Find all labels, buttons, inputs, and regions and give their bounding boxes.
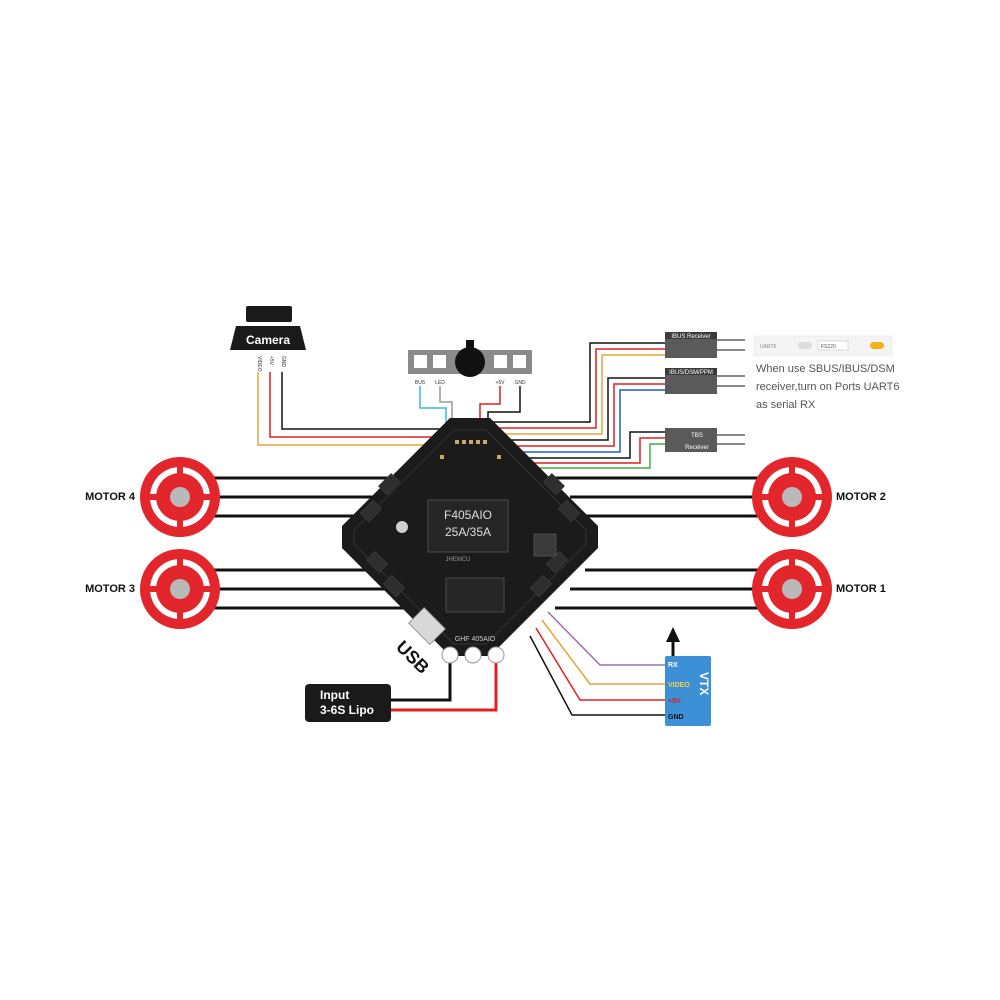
motor-1 bbox=[752, 549, 832, 629]
gyro-chip bbox=[533, 533, 557, 557]
receiver-ibus: IBUS Receiver bbox=[665, 332, 745, 358]
motor-2-label: MOTOR 2 bbox=[836, 491, 886, 503]
power-wires bbox=[390, 655, 498, 712]
led-pin-5v: +5V bbox=[495, 380, 505, 386]
pad-positive bbox=[487, 646, 505, 664]
usb-port bbox=[408, 607, 446, 645]
pad-middle bbox=[464, 646, 482, 664]
motor-3 bbox=[140, 549, 220, 629]
vtx-pin-rx: RX bbox=[668, 662, 678, 669]
uart-select bbox=[817, 340, 849, 351]
receiver-sbus-label: IBUS/DSM/PPM bbox=[669, 370, 713, 376]
vtx-pin-5v: +5V bbox=[668, 698, 681, 705]
uart-note: UART6 FS220 When use SBUS/IBUS/DSM recei… bbox=[753, 335, 899, 411]
camera-label: Camera bbox=[246, 333, 290, 347]
vtx-title: VTX bbox=[697, 672, 711, 695]
motor-3-label: MOTOR 3 bbox=[85, 583, 135, 595]
uart-note-line-2: receiver,turn on Ports UART6 bbox=[756, 381, 899, 393]
uart-select-value: FS220 bbox=[821, 344, 836, 350]
vtx: RX VIDEO +5V GND VTX bbox=[665, 627, 711, 726]
uart-port-label: UART6 bbox=[760, 344, 777, 350]
camera-pin-video: VIDEO bbox=[256, 356, 262, 372]
mcu-chip bbox=[427, 499, 509, 553]
chip-label-1: F405AIO bbox=[444, 508, 492, 522]
motor-4-label: MOTOR 4 bbox=[85, 491, 136, 503]
uart-toggle-off bbox=[798, 342, 812, 349]
chip-label-2: 25A/35A bbox=[445, 525, 491, 539]
pad-negative bbox=[441, 646, 459, 664]
receiver-tbs: TBS Receiver bbox=[665, 428, 745, 452]
motor-4 bbox=[140, 457, 220, 537]
led-pin-bus: BUS bbox=[415, 380, 426, 386]
receiver-sbus: IBUS/DSM/PPM bbox=[665, 368, 745, 394]
receiver-tbs-label: TBS bbox=[691, 433, 703, 439]
camera-pin-5v: +5V bbox=[268, 356, 274, 366]
led-strip: BUS LED +5V GND bbox=[408, 340, 532, 386]
uart-toggle-on bbox=[870, 342, 884, 349]
board-brand: JHEMCU bbox=[446, 557, 471, 563]
uart-note-line-1: When use SBUS/IBUS/DSM bbox=[756, 363, 895, 375]
receiver-tbs-sublabel: Receiver bbox=[685, 445, 709, 451]
receiver-wires bbox=[488, 342, 665, 469]
esc-chip bbox=[445, 577, 505, 613]
vtx-pin-gnd: GND bbox=[668, 714, 684, 721]
boot-button bbox=[396, 521, 408, 533]
camera-pin-gnd: GND bbox=[280, 356, 286, 368]
usb-label: USB bbox=[392, 637, 433, 678]
receiver-ibus-label: IBUS Receiver bbox=[671, 334, 710, 340]
vtx-wires bbox=[529, 611, 665, 716]
board-silk: GHF 405AIO bbox=[455, 636, 496, 643]
vtx-pin-video: VIDEO bbox=[668, 682, 690, 689]
uart-note-line-3: as serial RX bbox=[756, 399, 816, 411]
led-pin-gnd: GND bbox=[514, 380, 526, 386]
led-pin-led: LED bbox=[435, 380, 445, 386]
motor-2 bbox=[752, 457, 832, 537]
camera: Camera VIDEO +5V GND bbox=[230, 306, 306, 372]
flight-controller-board: F405AIO 25A/35A JHEMCU GHF 405AIO bbox=[342, 418, 598, 664]
power-input: Input 3-6S Lipo bbox=[305, 684, 391, 722]
power-label-2: 3-6S Lipo bbox=[320, 703, 374, 717]
motor-1-label: MOTOR 1 bbox=[836, 583, 886, 595]
buzzer bbox=[455, 347, 485, 377]
power-label-1: Input bbox=[320, 688, 349, 702]
